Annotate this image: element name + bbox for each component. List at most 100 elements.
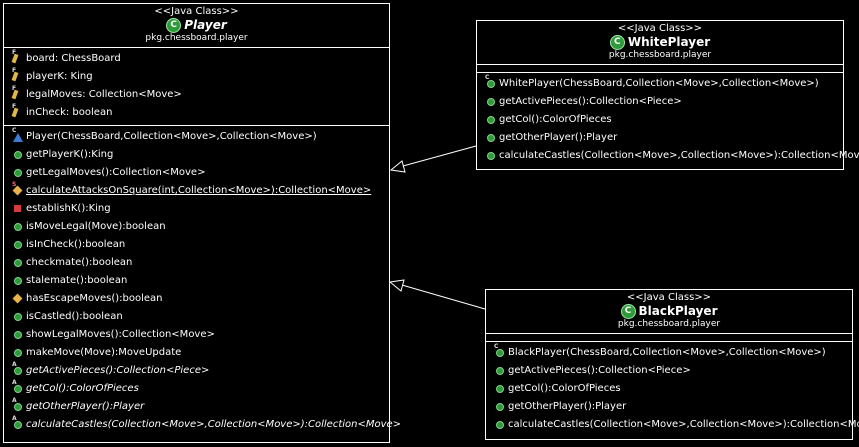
player-class-name: Player <box>184 18 227 32</box>
method-row[interactable]: calculateCastles(Collection<Move>,Collec… <box>477 147 859 165</box>
constructor-icon: C <box>485 74 497 90</box>
member-signature: isMoveLegal(Move):boolean <box>26 221 166 232</box>
public-method-icon <box>494 401 506 413</box>
blackplayer-fields <box>486 334 852 342</box>
member-signature: isInCheck():boolean <box>26 239 126 250</box>
modifier-badge: F <box>12 49 17 56</box>
whiteplayer-class-name: WhitePlayer <box>627 35 711 49</box>
player-class[interactable]: <<Java Class>> C Player pkg.chessboard.p… <box>3 3 401 443</box>
member-signature: establishK():King <box>26 203 111 214</box>
public-method-icon <box>12 149 24 161</box>
player-package: pkg.chessboard.player <box>145 33 248 43</box>
player-class-header: <<Java Class>> C Player pkg.chessboard.p… <box>4 4 389 48</box>
modifier-badge: A <box>12 415 17 422</box>
method-row[interactable]: getCol():ColorOfPieces <box>486 380 852 398</box>
static-method-icon: S <box>12 182 24 197</box>
abstract-method-icon: A <box>12 415 24 431</box>
class-icon: C <box>609 35 625 50</box>
whiteplayer-class[interactable]: <<Java Class>> C WhitePlayer pkg.chessbo… <box>476 20 859 170</box>
modifier-badge: C <box>12 127 17 134</box>
method-row[interactable]: makeMove(Move):MoveUpdate <box>4 344 389 362</box>
public-method-icon <box>494 419 506 431</box>
member-signature: inCheck: boolean <box>26 107 113 118</box>
member-signature: hasEscapeMoves():boolean <box>26 293 163 304</box>
whiteplayer-class-title: C WhitePlayer <box>477 35 843 50</box>
modifier-badge: F <box>12 85 17 92</box>
method-row[interactable]: isCastled():boolean <box>4 308 389 326</box>
member-signature: getActivePieces():Collection<Piece> <box>26 365 210 376</box>
member-signature: calculateCastles(Collection<Move>,Collec… <box>26 419 402 430</box>
blackplayer-class-title: C BlackPlayer <box>486 304 852 319</box>
modifier-badge: F <box>12 67 17 74</box>
member-signature: calculateCastles(Collection<Move>,Collec… <box>499 150 859 161</box>
player-stereotype: <<Java Class>> <box>154 6 239 17</box>
protected-method-icon <box>12 293 24 305</box>
method-row[interactable]: getActivePieces():Collection<Piece> <box>486 362 852 380</box>
blackplayer-class-header: <<Java Class>> C BlackPlayer pkg.chessbo… <box>486 290 852 334</box>
abstract-method-icon: A <box>12 362 24 377</box>
member-signature: WhitePlayer(ChessBoard,Collection<Move>,… <box>499 78 819 89</box>
whiteplayer-package: pkg.chessboard.player <box>608 50 712 60</box>
member-signature: showLegalMoves():Collection<Move> <box>26 329 215 340</box>
blackplayer-class[interactable]: <<Java Class>> C BlackPlayer pkg.chessbo… <box>485 289 859 440</box>
member-signature: checkmate():boolean <box>26 257 133 268</box>
member-signature: makeMove(Move):MoveUpdate <box>26 347 182 358</box>
method-row[interactable]: getPlayerK():King <box>4 146 389 164</box>
abstract-method-icon: A <box>12 379 24 395</box>
member-signature: stalemate():boolean <box>26 275 128 286</box>
method-row[interactable]: establishK():King <box>4 200 389 218</box>
method-row[interactable]: isInCheck():boolean <box>4 236 389 254</box>
abstract-method-icon: A <box>12 398 24 413</box>
member-signature: legalMoves: Collection<Move> <box>26 89 182 100</box>
method-row[interactable]: getOtherPlayer():Player <box>477 129 843 147</box>
method-row[interactable]: hasEscapeMoves():boolean <box>4 290 389 308</box>
protected-constructor-icon: C <box>12 127 24 143</box>
method-row[interactable]: getLegalMoves():Collection<Move> <box>4 164 389 182</box>
member-signature: Player(ChessBoard,Collection<Move>,Colle… <box>26 131 317 142</box>
member-signature: getActivePieces():Collection<Piece> <box>499 96 682 107</box>
whiteplayer-stereotype: <<Java Class>> <box>617 23 703 34</box>
method-row[interactable]: stalemate():boolean <box>4 272 389 290</box>
member-signature: isCastled():boolean <box>26 311 123 322</box>
member-signature: getOtherPlayer():Player <box>499 132 618 143</box>
whiteplayer-class-header: <<Java Class>> C WhitePlayer pkg.chessbo… <box>477 21 843 65</box>
method-row[interactable]: C WhitePlayer(ChessBoard,Collection<Move>… <box>477 75 843 93</box>
constructor-icon: C <box>494 343 506 359</box>
method-row[interactable]: getActivePieces():Collection<Piece> <box>477 93 843 111</box>
method-row[interactable]: C Player(ChessBoard,Collection<Move>,Coll… <box>4 128 389 146</box>
modifier-badge: A <box>12 379 17 386</box>
method-row[interactable]: showLegalMoves():Collection<Move> <box>4 326 389 344</box>
field-icon: F <box>11 67 24 83</box>
field-icon: F <box>11 104 24 119</box>
public-method-icon <box>12 167 24 179</box>
modifier-badge: C <box>485 74 490 81</box>
member-signature: board: ChessBoard <box>26 53 121 64</box>
method-row[interactable]: getCol():ColorOfPieces <box>477 111 843 129</box>
public-method-icon <box>12 221 24 233</box>
public-method-icon <box>485 132 497 144</box>
method-row[interactable]: calculateCastles(Collection<Move>,Collec… <box>486 416 859 434</box>
modifier-badge: C <box>494 343 499 350</box>
method-row[interactable]: getOtherPlayer():Player <box>486 398 852 416</box>
white-generalization-arrowhead <box>389 160 406 173</box>
member-signature: getOtherPlayer():Player <box>508 401 627 412</box>
player-methods: C Player(ChessBoard,Collection<Move>,Coll… <box>4 126 401 437</box>
member-signature: getCol():ColorOfPieces <box>508 383 621 394</box>
method-row[interactable]: checkmate():boolean <box>4 254 389 272</box>
public-method-icon <box>12 257 24 269</box>
method-row[interactable]: isMoveLegal(Move):boolean <box>4 218 389 236</box>
whiteplayer-methods: C WhitePlayer(ChessBoard,Collection<Move>… <box>477 73 859 168</box>
white-generalization-line <box>402 145 477 167</box>
